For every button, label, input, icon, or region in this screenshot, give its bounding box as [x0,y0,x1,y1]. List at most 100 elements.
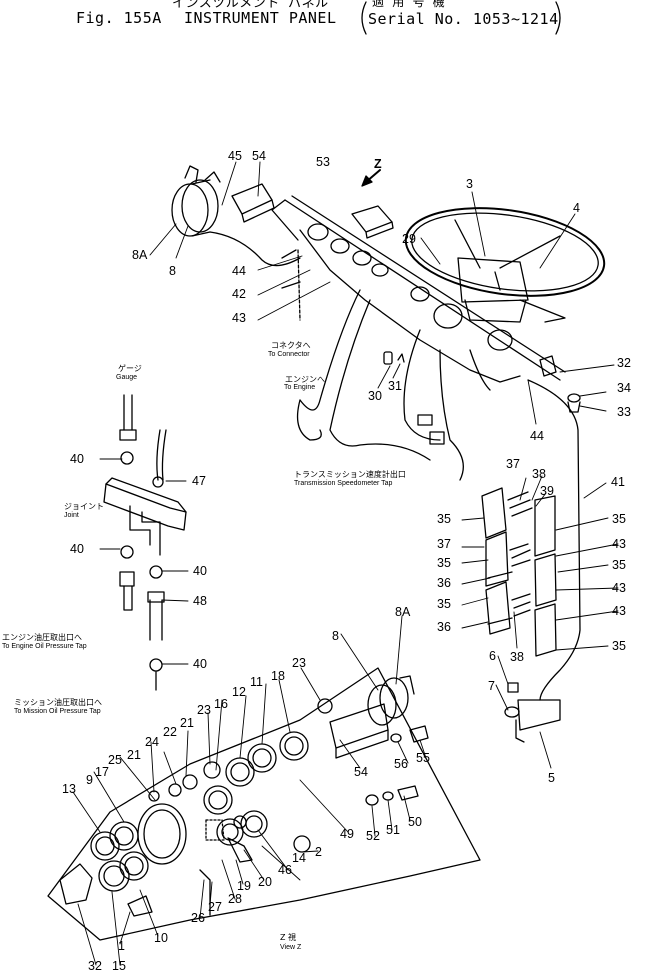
callout-17: 17 [95,765,109,779]
callout-35: 35 [612,558,626,572]
callout-6: 6 [489,649,496,663]
callout-16: 16 [214,697,228,711]
callout-56: 56 [394,757,408,771]
note-eng-oil: To Engine Oil Pressure Tap [2,643,87,650]
callout-36: 36 [437,620,451,634]
callout-1: 1 [118,939,125,953]
callout-28: 28 [228,892,242,906]
callout-40: 40 [193,564,207,578]
callout-35: 35 [437,597,451,611]
callout-31: 31 [388,379,402,393]
callout-42: 42 [232,287,246,301]
note-gauge: Gauge [116,374,138,381]
header-bracket-left [361,1,367,35]
callout-35: 35 [612,512,626,526]
callout-26: 26 [191,911,205,925]
lamp-53 [351,205,393,233]
callout-4: 4 [573,201,580,215]
callout-8: 8 [169,264,176,278]
note-engine: To Engine [284,384,316,391]
callout-3: 3 [466,177,473,191]
callout-52: 52 [366,829,380,843]
callout-21: 21 [127,748,141,762]
callout-11: 11 [250,675,263,689]
callout-43: 43 [612,537,626,551]
callout-24: 24 [145,735,159,749]
note-engine-jp: エンジンへ [285,375,325,384]
callout-35: 35 [437,512,451,526]
callout-35: 35 [612,639,626,653]
callout-38: 38 [510,650,524,664]
callout-53: 53 [316,155,330,169]
callout-23: 23 [292,656,306,670]
note-miss-oil: To Mission Oil Pressure Tap [14,708,101,715]
callout-21: 21 [180,716,194,730]
serial-range: Serial No. 1053~1214 [368,10,559,28]
callout-5: 5 [548,771,555,785]
callout-38: 38 [532,467,546,481]
steering-wheel [404,207,606,323]
callout-15: 15 [112,959,126,970]
switch-bracket-assembly [481,487,557,657]
callout-55: 55 [416,751,430,765]
leader-lines [72,161,619,966]
callout-20: 20 [258,875,272,889]
callout-14: 14 [292,851,306,865]
note-miss-oil-jp: ミッション油圧取出口へ [14,698,102,707]
cover-54-top [231,183,273,215]
callout-54: 54 [354,765,368,779]
callout-30: 30 [368,389,382,403]
callout-27: 27 [208,900,222,914]
callout-43: 43 [612,604,626,618]
callout-29: 29 [402,232,416,246]
callout-41: 41 [611,475,625,489]
speedometer-top [171,165,301,267]
callout-50: 50 [408,815,422,829]
note-view-jp: Z 視 [280,933,297,942]
note-connector-jp: コネクタへ [271,341,311,350]
callout-labels: 45 54 53 3 4 8A 8 29 44 42 43 30 31 32 3… [62,149,631,970]
callout-13: 13 [62,782,76,796]
callout-8: 8 [332,629,339,643]
callout-39: 39 [540,484,554,498]
callout-44: 44 [232,264,246,278]
callout-25: 25 [108,753,122,767]
note-view: View Z [280,944,302,951]
callout-23: 23 [197,703,211,717]
callout-22: 22 [163,725,177,739]
gauge-joint-assembly [103,394,187,691]
callout-35: 35 [437,556,451,570]
note-trans-jp: トランスミッション速度計出口 [294,470,406,479]
callout-34: 34 [617,381,631,395]
header-bracket-right [555,1,561,35]
note-gauge-jp: ゲージ [118,364,142,373]
instrument-panel-body [47,667,481,941]
note-eng-oil-jp: エンジン油圧取出口へ [2,633,82,642]
z-marker: Z [374,157,382,171]
callout-40: 40 [70,542,84,556]
callout-12: 12 [232,685,246,699]
callout-37: 37 [437,537,451,551]
callout-32: 32 [88,959,102,970]
callout-8A: 8A [132,248,148,262]
wire-harness [296,289,581,743]
page-title: INSTRUMENT PANEL [184,9,337,27]
callout-43: 43 [232,311,246,325]
callout-40: 40 [70,452,84,466]
callout-51: 51 [386,823,400,837]
callout-44: 44 [530,429,544,443]
callout-47: 47 [192,474,206,488]
callout-48: 48 [193,594,207,608]
callout-7: 7 [488,679,495,693]
callout-49: 49 [340,827,354,841]
callout-46: 46 [278,863,292,877]
callout-10: 10 [154,931,168,945]
callout-8A: 8A [395,605,411,619]
note-joint-jp: ジョイント [64,502,104,511]
header-jp-title: インスツルメント パネル [172,0,329,11]
note-connector: To Connector [268,351,310,358]
note-joint: Joint [64,512,79,519]
callout-32: 32 [617,356,631,370]
callout-19: 19 [237,879,251,893]
